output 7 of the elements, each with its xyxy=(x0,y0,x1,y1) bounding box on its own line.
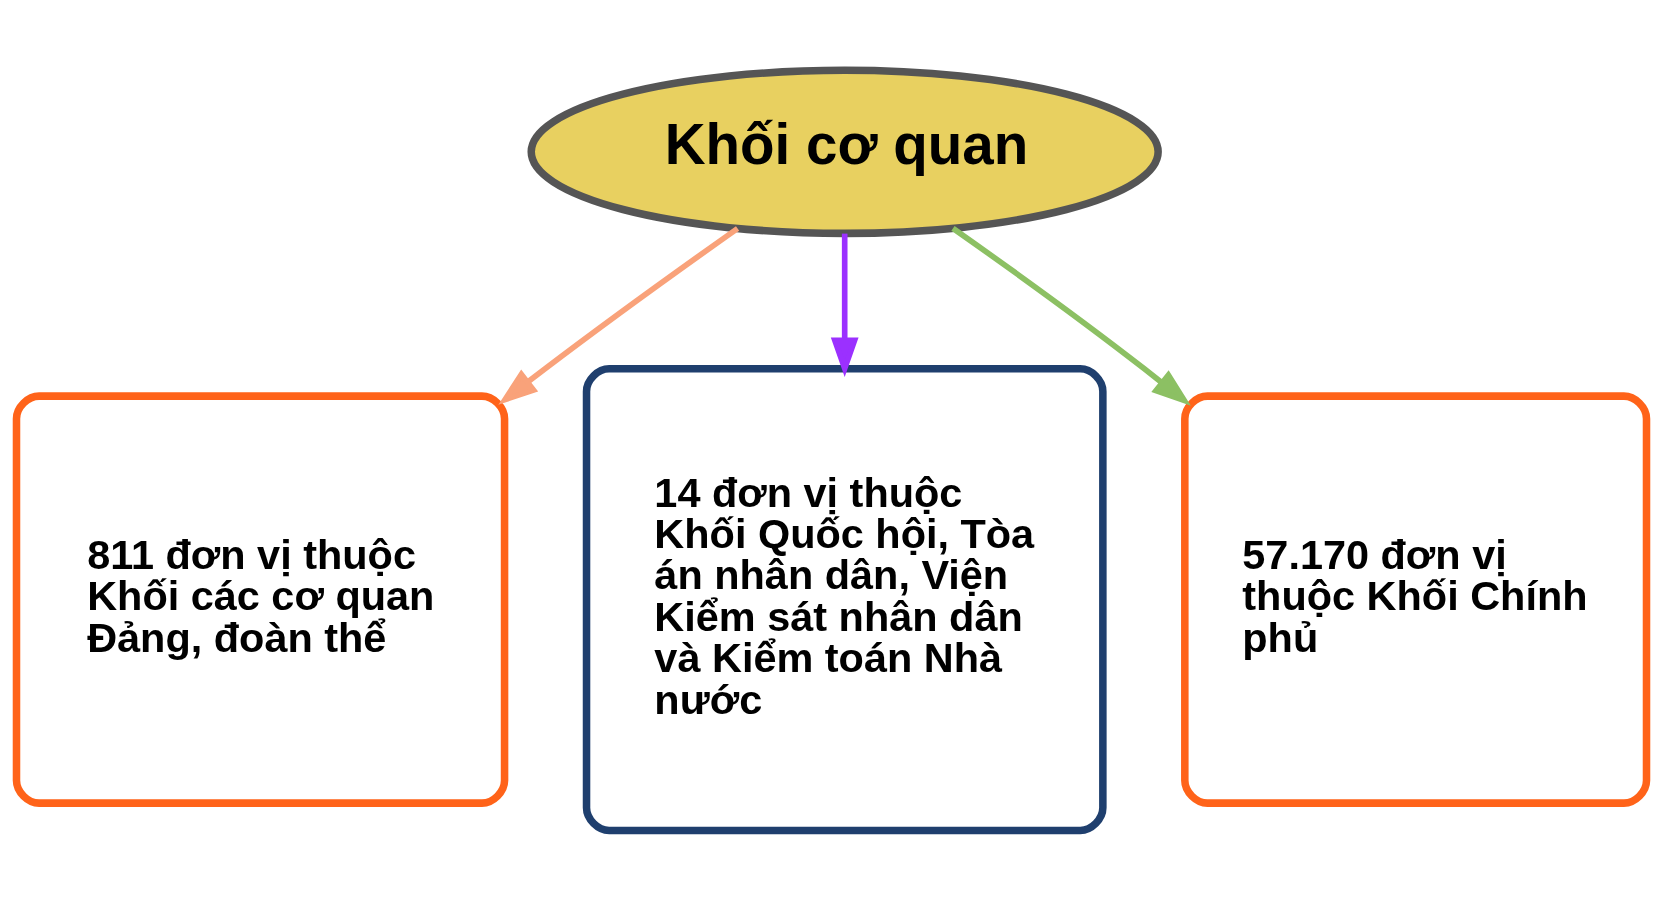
node-box: 57.170 đơn vị thuộc Khối Chính phủ xyxy=(1181,391,1651,807)
node-box: 14 đơn vị thuộc Khối Quốc hội, Tòa án nhân dân, Viện Kiểm sát nhân dân và Kiểm toán Nhà nước xyxy=(582,364,1107,834)
node-ellipse: Khối cơ quan xyxy=(527,66,1162,237)
node-box: 811 đơn vị thuộc Khối các cơ quan Đảng, đoàn thể xyxy=(12,391,509,807)
arrow xyxy=(951,225,1191,406)
arrow xyxy=(830,233,859,377)
arrow xyxy=(498,225,740,405)
